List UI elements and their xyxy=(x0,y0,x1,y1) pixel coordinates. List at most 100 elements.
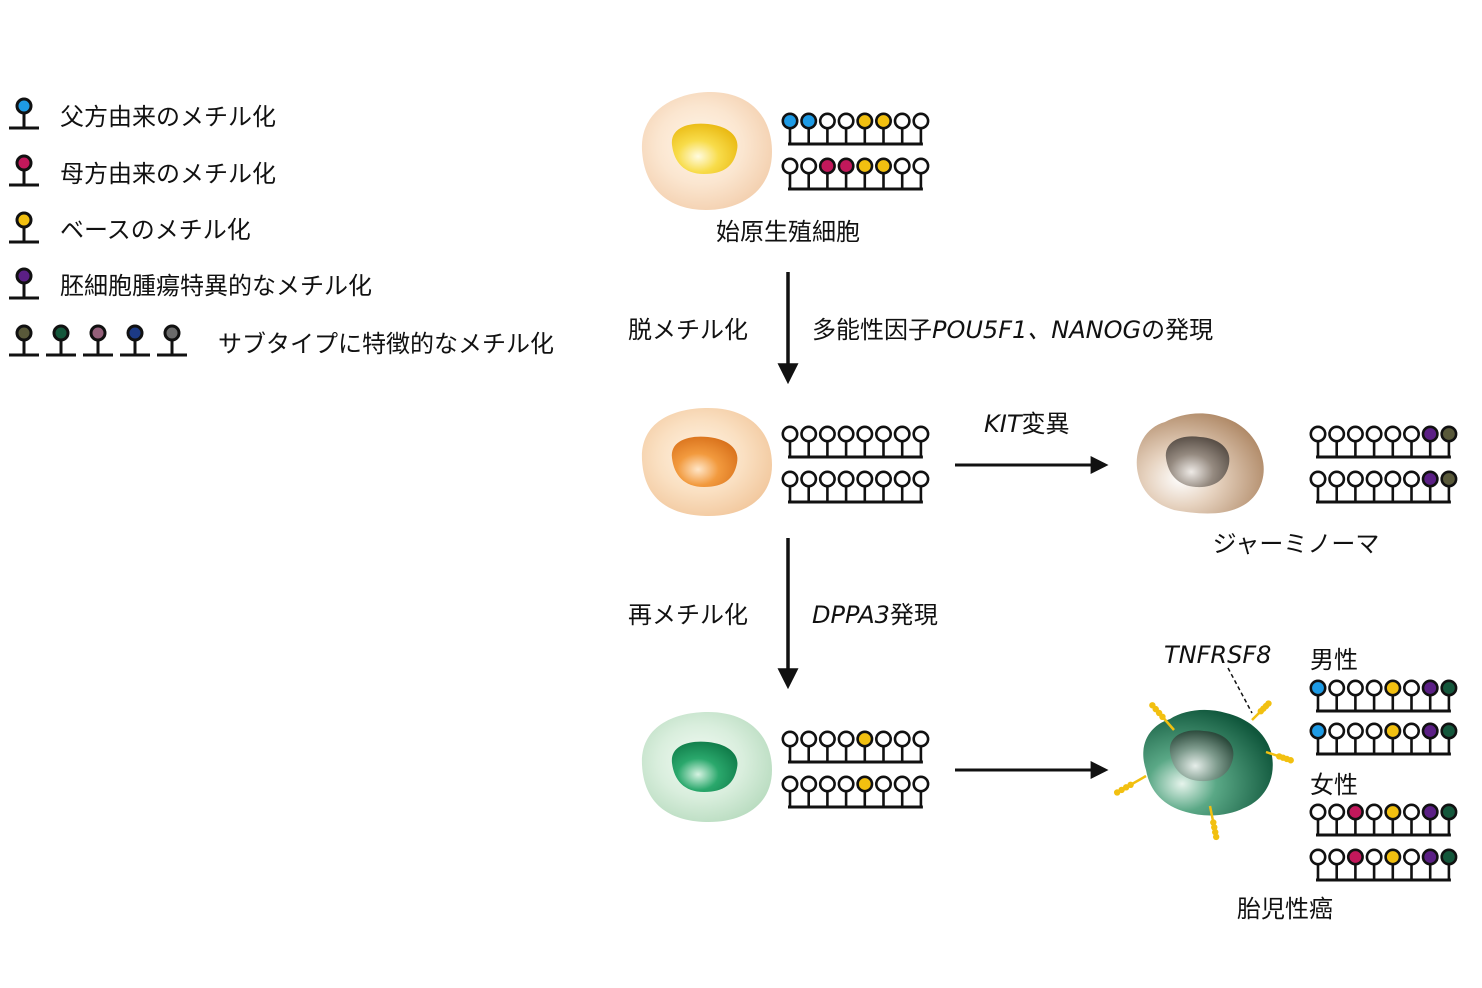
legend-marker-1-0 xyxy=(9,154,39,187)
cell-embryonal-nucleus xyxy=(1169,730,1234,782)
cpg-site xyxy=(1309,470,1327,488)
cpg-site xyxy=(837,425,855,443)
legend-marker-3-0 xyxy=(9,267,39,300)
meth-row-pgc-1 xyxy=(781,112,930,146)
cpg-site xyxy=(856,730,874,748)
cpg-site xyxy=(1403,722,1421,740)
cpg-site xyxy=(818,157,836,175)
cpg-site xyxy=(1328,848,1346,866)
meth-row-embryonal-female-1 xyxy=(1309,803,1458,837)
cpg-site xyxy=(856,425,874,443)
cell-embryonal-carcinoma xyxy=(1113,700,1294,841)
cpg-site xyxy=(1328,470,1346,488)
cpg-site xyxy=(1346,722,1364,740)
cpg-site xyxy=(800,112,818,130)
cpg-site xyxy=(818,730,836,748)
cpg-site xyxy=(912,730,930,748)
cell-pgc xyxy=(641,91,772,210)
legend xyxy=(9,97,187,357)
cpg-site xyxy=(1365,803,1383,821)
cpg-site xyxy=(837,775,855,793)
tnfrsf8-receptor xyxy=(1208,805,1220,841)
cpg-site xyxy=(800,775,818,793)
cpg-site xyxy=(1403,425,1421,443)
cpg-site xyxy=(1421,470,1439,488)
legend-label-base: ベースのメチル化 xyxy=(60,216,251,244)
cpg-site xyxy=(1403,848,1421,866)
cpg-site xyxy=(837,470,855,488)
cell-germinoma-nucleus xyxy=(1165,436,1230,488)
male-label: 男性 xyxy=(1310,646,1358,674)
cpg-site xyxy=(800,470,818,488)
tnfrsf8-receptor xyxy=(1149,702,1175,731)
legend-marker-4-1 xyxy=(46,324,76,357)
meth-row-remethylated-1 xyxy=(781,730,930,764)
cpg-site xyxy=(912,157,930,175)
cpg-site xyxy=(893,112,911,130)
cpg-site xyxy=(837,730,855,748)
cpg-site xyxy=(781,775,799,793)
cpg-site xyxy=(1403,679,1421,697)
cpg-site xyxy=(912,470,930,488)
cpg-site xyxy=(856,775,874,793)
legend-label-maternal: 母方由来のメチル化 xyxy=(60,160,276,188)
cpg-site xyxy=(1440,679,1458,697)
cpg-site xyxy=(1421,722,1439,740)
cpg-site xyxy=(1346,679,1364,697)
cpg-site xyxy=(1440,848,1458,866)
cpg-site xyxy=(1309,848,1327,866)
cpg-site xyxy=(893,730,911,748)
cpg-site xyxy=(874,112,892,130)
cpg-site xyxy=(781,425,799,443)
cpg-site xyxy=(1309,803,1327,821)
cpg-site xyxy=(1421,848,1439,866)
cpg-site xyxy=(1365,470,1383,488)
cpg-site xyxy=(1440,425,1458,443)
cpg-site xyxy=(1328,425,1346,443)
cell-germinoma xyxy=(1136,413,1264,514)
cpg-site xyxy=(1328,679,1346,697)
legend-label-gct-specific: 胚細胞腫瘍特異的なメチル化 xyxy=(60,272,372,300)
legend-marker-2-0 xyxy=(9,211,39,244)
tnfrsf8-label: TNFRSF8 xyxy=(1164,641,1271,669)
cpg-site xyxy=(1346,848,1364,866)
cpg-site xyxy=(1384,803,1402,821)
legend-marker-4-0 xyxy=(9,324,39,357)
step1-factor-label: 多能性因子POU5F1、NANOGの発現 xyxy=(812,316,1213,344)
cpg-site xyxy=(893,470,911,488)
cpg-site xyxy=(781,112,799,130)
cpg-site xyxy=(818,775,836,793)
meth-row-embryonal-female-2 xyxy=(1309,848,1458,882)
cpg-site xyxy=(800,730,818,748)
cpg-site xyxy=(1440,470,1458,488)
cpg-site xyxy=(818,112,836,130)
cpg-site xyxy=(800,157,818,175)
cpg-site xyxy=(874,157,892,175)
cpg-site xyxy=(1365,425,1383,443)
cpg-site xyxy=(1346,470,1364,488)
meth-row-embryonal-male-2 xyxy=(1309,722,1458,756)
cell-remethylated-nucleus xyxy=(671,741,738,792)
meth-row-remethylated-2 xyxy=(781,775,930,809)
embryonal-label: 胎児性癌 xyxy=(1237,895,1333,923)
cpg-site xyxy=(800,425,818,443)
legend-label-subtype: サブタイプに特徴的なメチル化 xyxy=(218,330,554,358)
cpg-site xyxy=(1328,803,1346,821)
legend-marker-0-0 xyxy=(9,97,39,130)
cpg-site xyxy=(874,470,892,488)
methylation-rows xyxy=(781,112,1458,882)
cpg-site xyxy=(1440,803,1458,821)
cpg-site xyxy=(1384,425,1402,443)
meth-row-embryonal-male-1 xyxy=(1309,679,1458,713)
cpg-site xyxy=(1421,803,1439,821)
female-label: 女性 xyxy=(1310,771,1358,799)
cpg-site xyxy=(1384,722,1402,740)
cpg-site xyxy=(1440,722,1458,740)
cpg-site xyxy=(1365,848,1383,866)
kit-mutation-label: KIT変異 xyxy=(984,410,1069,438)
cpg-site xyxy=(1384,470,1402,488)
cpg-site xyxy=(1346,425,1364,443)
cpg-site xyxy=(781,157,799,175)
germinoma-label: ジャーミノーマ xyxy=(1213,530,1380,558)
